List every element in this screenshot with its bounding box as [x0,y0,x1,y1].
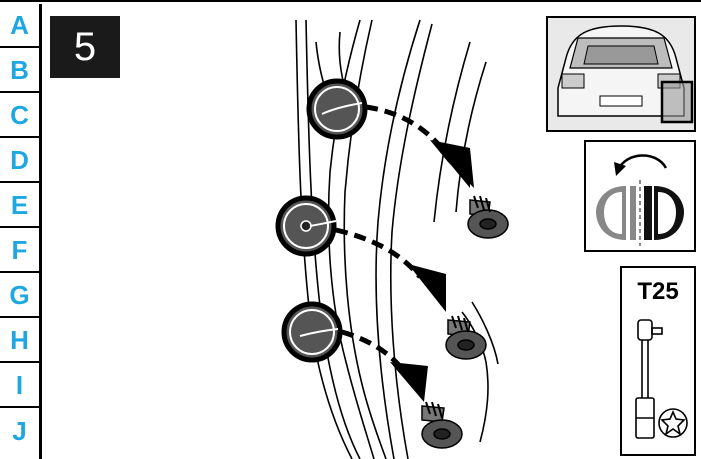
counterclockwise-rotation-icon [586,142,694,250]
screw-location-circle-1 [309,81,365,137]
tool-panel: T25 [620,266,696,456]
screw-clip-2 [446,316,486,359]
screw-clip-3 [422,402,462,448]
screw-clip-1 [468,196,508,238]
vehicle-location-panel [546,16,696,132]
car-rear-icon [548,18,694,130]
screw-location-circle-3 [284,304,340,360]
rotation-panel [584,140,696,252]
screw-location-circle-2 [278,198,336,254]
torx-screwdriver-icon [622,268,694,454]
